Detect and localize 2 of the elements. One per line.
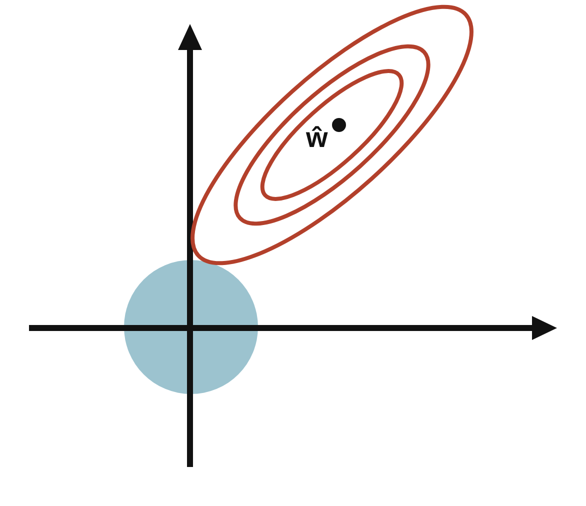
constraint-disc [124, 260, 258, 394]
point-label: ŵ [306, 124, 328, 152]
